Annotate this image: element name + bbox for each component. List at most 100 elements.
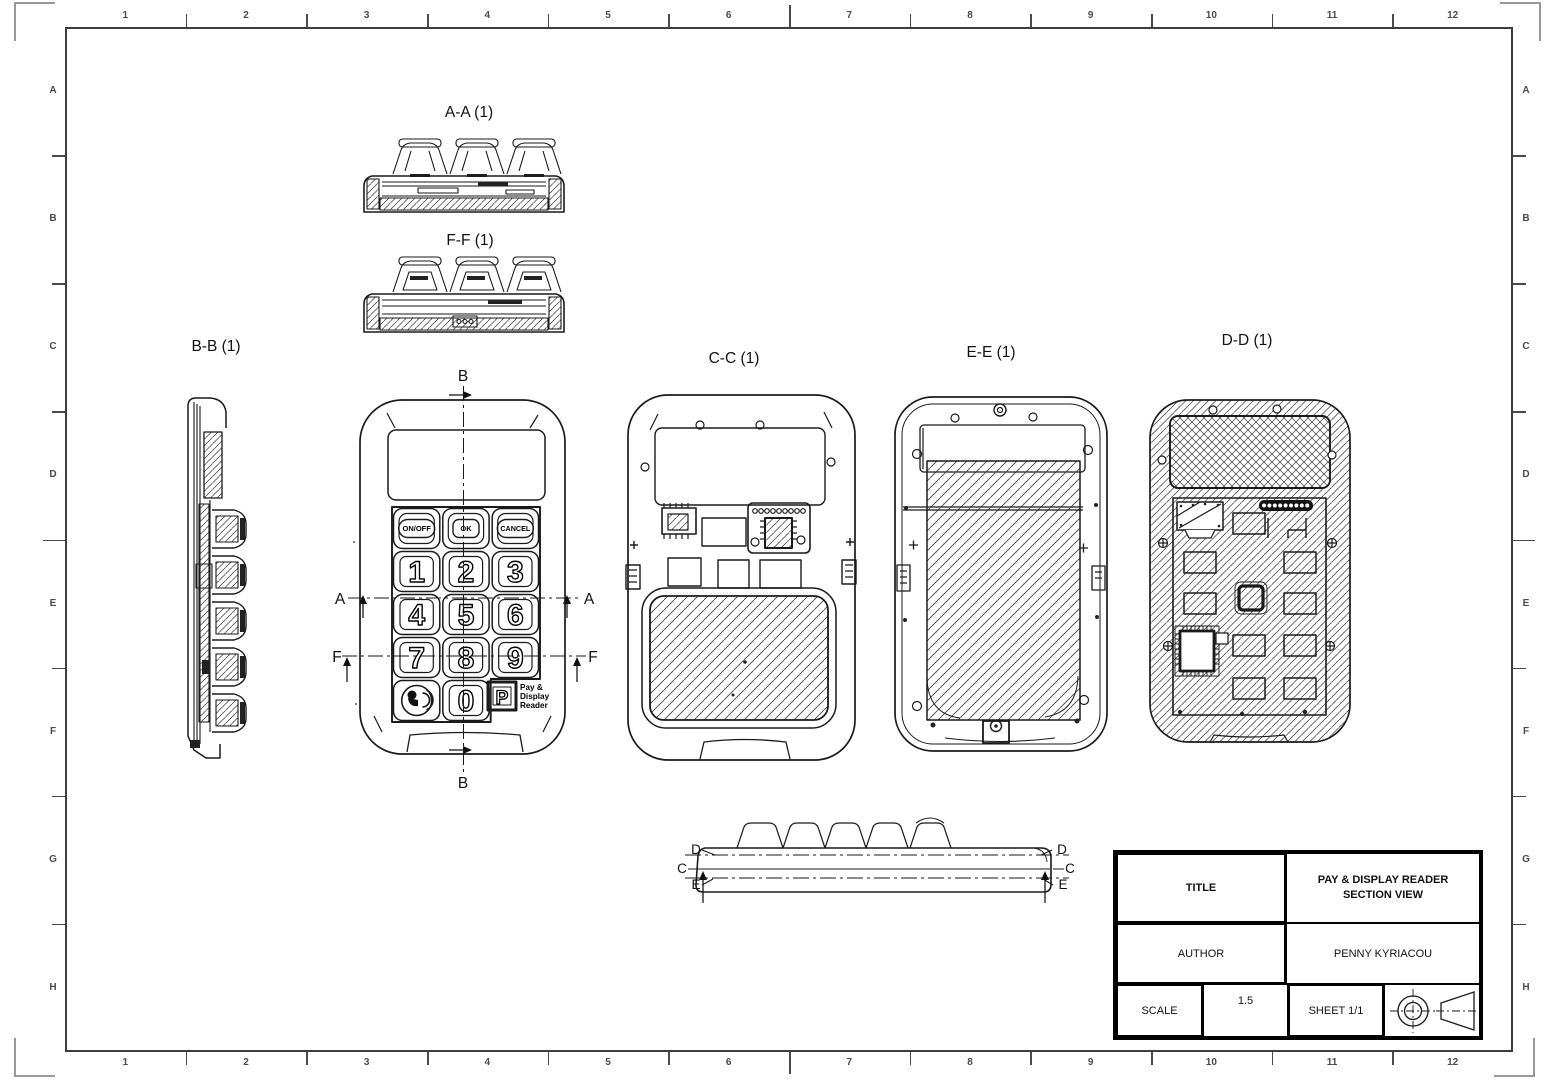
bottom-speaker-tab [406,731,524,753]
grid-row-label-right: E [1522,597,1530,609]
grid-col-label-top: 1 [122,10,129,21]
logo-text-line1: Pay & [520,683,543,692]
grid-tick-bottom [668,1052,670,1065]
screw-cross-marks [1157,537,1338,652]
key-audio [392,679,441,722]
title-block-projection-cell [1384,984,1480,1037]
key-6-label: 6 [507,599,524,632]
grid-tick-bottom [789,1052,791,1074]
grid-row-label-left: B [49,213,57,225]
title-value-line1: PAY & DISPLAY READER [1317,874,1449,886]
grid-col-label-top: 11 [1326,10,1338,21]
title-block-title-label: TITLE [1116,853,1286,923]
cut-label-a-left: A [335,591,346,608]
key-4-label: 4 [408,599,425,632]
title-block-author-value: PENNY KYRIACOU [1286,923,1480,984]
grid-tick-bottom [306,1052,308,1065]
grid-tick-top [668,14,670,27]
section-view-bb-drawing [187,397,247,759]
section-view-dd-drawing [1149,399,1351,743]
grid-tick-top [1151,14,1153,27]
section-dd-label: D-D (1) [1222,332,1273,349]
cut-label-c-right: C [1065,861,1075,876]
grid-tick-bottom [427,1052,429,1065]
section-view-ff-drawing [363,256,565,333]
trim-mark-bottom-left [14,1038,55,1077]
cut-label-d-left: D [691,842,701,857]
grid-col-label-top: 7 [846,10,853,21]
grid-tick-top [1030,14,1032,27]
grid-row-label-right: H [1522,981,1530,993]
grid-tick-left [52,411,65,413]
top-right-pin-row [1259,500,1313,538]
grid-tick-right [1513,795,1526,798]
bottom-clamp [944,719,1056,744]
trim-mark-top-right [1500,2,1541,41]
key-ok-label: OK [460,524,472,533]
section-cc-label: C-C (1) [709,350,760,367]
title-block: TITLE PAY & DISPLAY READER SECTION VIEW … [1113,850,1483,1040]
grid-row-label-right: F [1522,725,1530,737]
grid-col-label-top: 10 [1205,10,1217,21]
cut-label-a-right: A [584,591,595,608]
top-left-connector [1176,501,1224,539]
grid-tick-top [185,14,188,27]
cut-label-c-left: C [677,861,687,876]
key-zero: 0 [442,679,490,722]
grid-col-label-top: 2 [243,10,249,21]
key-0-label: 0 [458,685,475,718]
logo-text-line2: Display [520,692,550,701]
trim-mark-bottom-right [1494,1038,1535,1077]
grid-tick-top [306,14,308,27]
key-5-label: 5 [458,599,475,632]
grid-row-label-right: G [1522,853,1530,865]
key-3-label: 3 [507,556,524,589]
grid-tick-top [909,14,912,27]
key-cancel: CANCEL [491,507,540,550]
pcb-components [661,502,811,589]
grid-col-label-top: 12 [1447,10,1459,21]
qfp-chip [1174,625,1229,677]
grid-col-label-top: 3 [363,10,370,21]
grid-tick-bottom [1151,1052,1153,1065]
grid-col-label-bottom: 3 [363,1057,370,1068]
title-block-title-value: PAY & DISPLAY READER SECTION VIEW [1286,853,1480,923]
grid-tick-left [52,283,65,285]
grid-col-label-bottom: 9 [1087,1057,1094,1068]
pay-display-logo: P Pay & Display Reader [486,680,550,712]
section-aa-label: A-A (1) [445,104,493,121]
grid-tick-bottom [1030,1052,1032,1065]
grid-row-label-left: H [49,981,57,993]
key-pad-rects [1183,512,1317,700]
display-window [387,429,546,501]
battery-block [926,460,1081,721]
key-9-label: 9 [507,642,524,675]
grid-row-label-right: A [1522,85,1530,97]
grid-col-label-bottom: 12 [1447,1057,1459,1068]
grid-col-label-top: 4 [484,10,491,21]
battery-cover [641,587,837,729]
buzzer-component [1234,581,1268,615]
grid-tick-right [1513,539,1535,541]
section-view-aa-drawing [363,138,565,213]
cut-label-b-bottom: B [458,775,468,792]
device-outline [359,399,566,755]
cut-label-f-right: F [588,649,597,666]
grid-tick-left [52,667,65,670]
grid-tick-top [789,5,791,27]
grid-row-label-right: B [1522,213,1530,225]
grid-tick-right [1513,923,1526,926]
logo-monogram: P [496,688,509,709]
cut-label-b-top: B [458,368,468,385]
grid-tick-top [427,14,429,27]
grid-col-label-top: 8 [967,10,973,21]
third-angle-projection-icon [1390,988,1478,1033]
grid-tick-left [52,795,65,798]
section-view-cc-drawing [625,394,857,761]
grid-tick-bottom [185,1052,188,1065]
key-onoff-label: ON/OFF [403,524,432,533]
grid-tick-bottom [1271,1052,1274,1065]
grid-col-label-top: 5 [605,10,611,21]
grid-row-label-right: C [1522,341,1530,353]
cut-label-d-right: D [1057,842,1067,857]
